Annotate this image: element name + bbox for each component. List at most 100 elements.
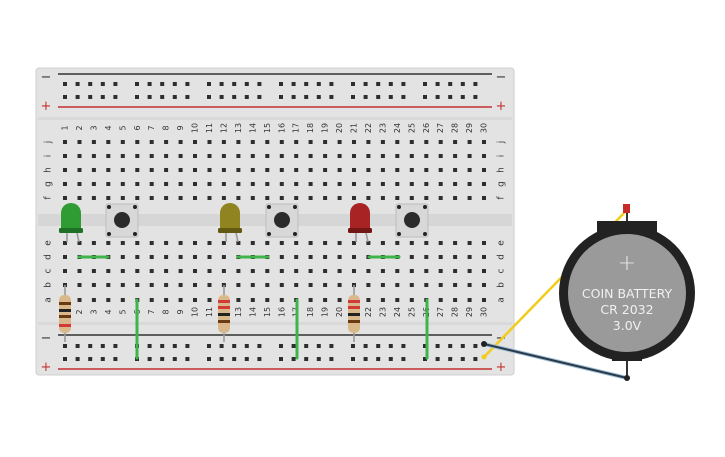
breadboard-hole[interactable] [294,154,299,158]
rail-hole[interactable] [160,95,165,99]
breadboard-hole[interactable] [207,298,212,302]
breadboard-hole[interactable] [453,283,458,287]
rail-hole[interactable] [100,82,105,86]
breadboard-hole[interactable] [193,269,197,273]
rail-hole[interactable] [185,357,190,361]
breadboard-hole[interactable] [352,255,356,259]
rail-hole[interactable] [291,82,296,86]
breadboard-hole[interactable] [366,140,371,144]
rail-hole[interactable] [329,344,334,348]
breadboard-hole[interactable] [63,241,67,245]
breadboard-hole[interactable] [207,241,212,245]
rail-hole[interactable] [448,357,453,361]
breadboard-hole[interactable] [453,255,458,259]
breadboard-hole[interactable] [135,196,140,200]
breadboard-hole[interactable] [265,168,270,172]
breadboard-hole[interactable] [178,269,183,273]
rail-hole[interactable] [448,95,453,99]
breadboard-hole[interactable] [352,140,356,144]
breadboard-hole[interactable] [135,168,140,172]
breadboard-hole[interactable] [453,154,458,158]
breadboard-hole[interactable] [323,255,328,259]
pushbutton-1-cap[interactable] [114,212,130,228]
rail-hole[interactable] [363,95,368,99]
breadboard-hole[interactable] [178,196,183,200]
breadboard-hole[interactable] [164,241,169,245]
rail-hole[interactable] [401,82,406,86]
breadboard-hole[interactable] [366,182,371,186]
rail-hole[interactable] [185,82,190,86]
breadboard-hole[interactable] [308,269,313,273]
breadboard-hole[interactable] [236,168,241,172]
breadboard-hole[interactable] [467,283,472,287]
rail-hole[interactable] [160,357,165,361]
breadboard-hole[interactable] [207,140,212,144]
rail-hole[interactable] [63,95,67,99]
breadboard-hole[interactable] [149,182,154,186]
rail-hole[interactable] [279,344,283,348]
breadboard-hole[interactable] [77,241,82,245]
breadboard-hole[interactable] [178,255,183,259]
rail-hole[interactable] [388,344,393,348]
breadboard-hole[interactable] [294,269,299,273]
led-green-body[interactable] [61,203,81,231]
breadboard-hole[interactable] [221,168,226,172]
rail-hole[interactable] [232,344,237,348]
rail-hole[interactable] [147,344,152,348]
breadboard-hole[interactable] [120,255,125,259]
breadboard-hole[interactable] [279,269,284,273]
breadboard-hole[interactable] [467,241,472,245]
rail-hole[interactable] [219,95,224,99]
breadboard-hole[interactable] [308,140,313,144]
breadboard-hole[interactable] [164,140,169,144]
rail-hole[interactable] [351,95,355,99]
breadboard-hole[interactable] [395,269,400,273]
breadboard-hole[interactable] [395,241,400,245]
breadboard-hole[interactable] [323,168,328,172]
rail-hole[interactable] [376,95,381,99]
breadboard-hole[interactable] [453,241,458,245]
breadboard-hole[interactable] [337,168,342,172]
breadboard-hole[interactable] [265,140,270,144]
breadboard-hole[interactable] [482,298,486,302]
breadboard-hole[interactable] [250,241,255,245]
breadboard-hole[interactable] [77,182,82,186]
breadboard-hole[interactable] [279,255,284,259]
rail-hole[interactable] [363,82,368,86]
breadboard-hole[interactable] [482,269,486,273]
rail-hole[interactable] [207,357,211,361]
breadboard-hole[interactable] [438,154,443,158]
breadboard-hole[interactable] [438,140,443,144]
breadboard-hole[interactable] [91,241,96,245]
rail-hole[interactable] [376,344,381,348]
rail-hole[interactable] [257,344,262,348]
breadboard-hole[interactable] [236,283,241,287]
resistor-2[interactable] [218,285,230,342]
rail-hole[interactable] [304,357,309,361]
rail-hole[interactable] [172,357,177,361]
rail-hole[interactable] [75,95,80,99]
rail-hole[interactable] [473,357,478,361]
breadboard-hole[interactable] [409,196,414,200]
breadboard-hole[interactable] [91,182,96,186]
breadboard-hole[interactable] [63,182,67,186]
breadboard-hole[interactable] [337,269,342,273]
breadboard-hole[interactable] [308,182,313,186]
breadboard-hole[interactable] [236,140,241,144]
rail-hole[interactable] [232,95,237,99]
breadboard-hole[interactable] [467,140,472,144]
rail-hole[interactable] [207,344,211,348]
breadboard-hole[interactable] [149,283,154,287]
battery-wire-negative-end[interactable] [481,341,487,347]
breadboard-hole[interactable] [323,154,328,158]
rail-hole[interactable] [63,357,67,361]
breadboard-hole[interactable] [106,269,111,273]
rail-hole[interactable] [423,344,427,348]
breadboard-hole[interactable] [250,140,255,144]
breadboard-hole[interactable] [250,168,255,172]
rail-hole[interactable] [291,357,296,361]
breadboard-hole[interactable] [135,154,140,158]
breadboard-hole[interactable] [482,283,486,287]
breadboard-hole[interactable] [323,140,328,144]
breadboard-hole[interactable] [77,140,82,144]
